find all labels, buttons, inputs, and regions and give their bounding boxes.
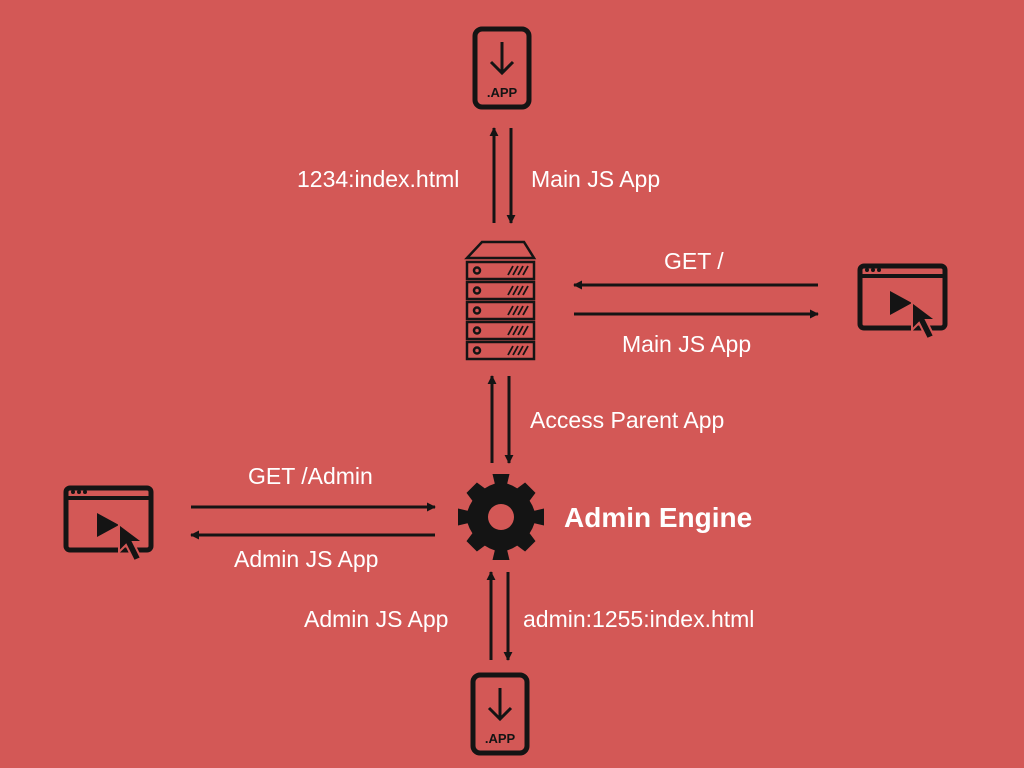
engine-label: Admin Engine	[564, 502, 753, 533]
label-right-response: Main JS App	[622, 331, 752, 357]
left-browser-icon	[63, 485, 154, 563]
label-top-response: Main JS App	[531, 166, 661, 192]
bottom-app-badge: .APP	[485, 731, 516, 746]
label-left-request: GET /Admin	[248, 463, 373, 489]
label-left-response: Admin JS App	[234, 546, 379, 572]
label-top-request: 1234:index.html	[297, 166, 460, 192]
label-bottom-left: Admin JS App	[304, 606, 449, 632]
top-app-badge: .APP	[487, 85, 518, 100]
top-app-icon: .APP	[472, 26, 532, 110]
bottom-app-icon: .APP	[470, 672, 530, 756]
server-icon	[464, 240, 537, 361]
gear-icon	[458, 474, 544, 560]
label-right-request: GET /	[664, 248, 724, 274]
right-browser-icon	[857, 263, 948, 341]
label-bottom-right: admin:1255:index.html	[523, 606, 755, 632]
label-server-engine: Access Parent App	[530, 407, 725, 433]
